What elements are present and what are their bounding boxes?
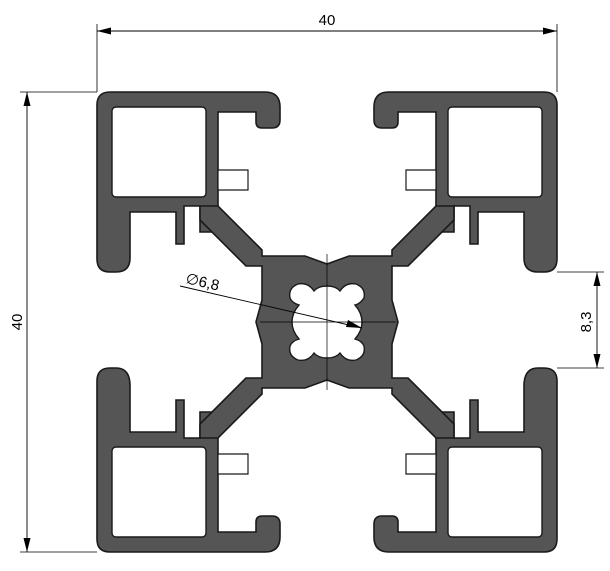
bore-diameter-value: 6,8: [197, 273, 221, 294]
slot-width-dimension: 8,3: [557, 271, 604, 369]
corner-cavity-bottom-right: [447, 446, 543, 538]
width-dimension: 40: [96, 12, 558, 92]
slot-notch-top-left: [217, 169, 249, 191]
height-dimension-label: 40: [9, 314, 26, 331]
corner-cavity-bottom-left: [111, 446, 207, 538]
slot-notch-top-right: [405, 169, 437, 191]
corner-cavity-top-left: [111, 106, 207, 198]
profile-cross-section: [96, 91, 558, 553]
slot-width-dimension-label: 8,3: [578, 312, 595, 333]
height-dimension: 40: [9, 91, 97, 553]
slot-notch-bottom-right: [405, 453, 437, 475]
slot-notch-bottom-left: [217, 453, 249, 475]
bore-diameter-dimension: ∅6,8: [179, 270, 363, 329]
bore-diameter-label: ∅6,8: [184, 270, 221, 294]
width-dimension-label: 40: [319, 12, 336, 29]
diameter-symbol: ∅: [184, 270, 201, 290]
corner-cavity-top-right: [447, 106, 543, 198]
